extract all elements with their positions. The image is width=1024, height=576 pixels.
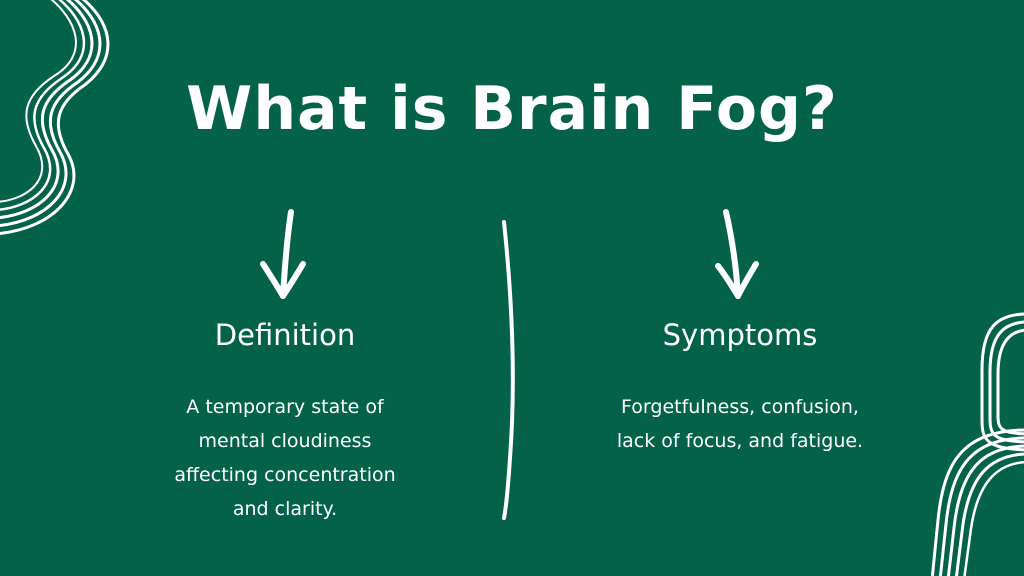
divider bbox=[502, 220, 515, 520]
definition-line: A temporary state of bbox=[186, 396, 384, 418]
down-arrow-icon bbox=[715, 209, 759, 299]
definition-heading: Definition bbox=[214, 318, 356, 352]
page-title: What is Brain Fog? bbox=[186, 74, 838, 144]
definition-line: affecting concentration bbox=[174, 464, 396, 486]
symptoms-heading: Symptoms bbox=[662, 318, 818, 352]
definition-line: mental cloudiness bbox=[198, 430, 372, 452]
definition-line: and clarity. bbox=[232, 498, 338, 520]
symptoms-line: lack of focus, and fatigue. bbox=[616, 430, 864, 452]
wavy-stripes-decoration-icon bbox=[930, 312, 1024, 576]
symptoms-text: Forgetfulness, confusion, lack of focus,… bbox=[580, 390, 900, 458]
wavy-stripes-decoration-icon bbox=[0, 0, 110, 235]
symptoms-line: Forgetfulness, confusion, bbox=[621, 396, 859, 418]
definition-text: A temporary state of mental cloudiness a… bbox=[125, 390, 445, 526]
down-arrow-icon bbox=[260, 209, 306, 299]
